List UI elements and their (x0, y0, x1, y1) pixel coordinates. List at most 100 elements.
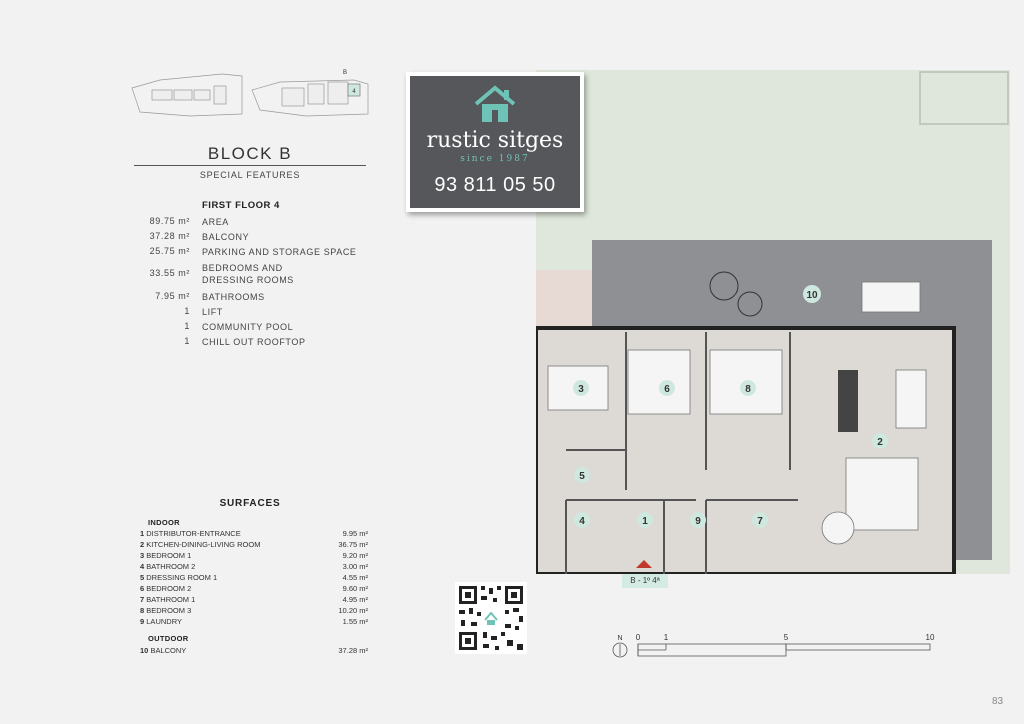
room-number-4: 4 (579, 516, 585, 527)
feature-label: PARKING AND STORAGE SPACE (202, 247, 357, 257)
scale-tick-label: 10 (926, 633, 935, 642)
surface-row: 3 BEDROOM 1 9.20 m² (140, 551, 368, 562)
feature-label: BALCONY (202, 232, 250, 242)
surface-number: 9 (140, 617, 145, 626)
surface-row: 5 DRESSING ROOM 1 4.55 m² (140, 573, 368, 584)
surface-area: 9.20 m² (342, 551, 368, 560)
feature-value: 89.75 m² (149, 216, 190, 226)
feature-value: 1 (184, 306, 190, 316)
surface-number: 1 (140, 529, 145, 538)
floor-title: FIRST FLOOR 4 (202, 200, 280, 211)
surface-area: 9.95 m² (342, 529, 368, 538)
surfaces-title: SURFACES (219, 498, 281, 509)
surface-area: 1.55 m² (342, 617, 368, 626)
feature-row: 37.28 m² BALCONY (130, 231, 450, 245)
qr-code-icon[interactable] (455, 582, 527, 654)
surface-name: BEDROOM 1 (146, 551, 192, 560)
surface-row: 10 BALCONY 37.28 m² (140, 646, 368, 657)
feature-value: 37.28 m² (149, 231, 190, 241)
feature-label: BATHROOMS (202, 292, 265, 302)
north-label: N (617, 635, 622, 642)
entrance-arrow-icon (636, 560, 652, 568)
room-number-9: 9 (695, 516, 701, 527)
feature-row: 33.55 m² BEDROOMS AND DRESSING ROOMS (130, 262, 450, 288)
surface-row: 2 KITCHEN-DINING-LIVING ROOM 36.75 m² (140, 540, 368, 551)
room-number-1: 1 (642, 516, 648, 527)
scale-tick-label: 1 (664, 633, 669, 642)
north-compass-icon (612, 642, 628, 658)
surface-row: 1 DISTRIBUTOR-ENTRANCE 9.95 m² (140, 529, 368, 540)
agency-logo: rustic sitges since 1987 93 811 05 50 (406, 72, 584, 212)
room-number-5: 5 (579, 471, 585, 482)
surface-area: 9.60 m² (342, 584, 368, 593)
title-divider (134, 165, 366, 166)
scale-tick-label: 0 (636, 633, 641, 642)
room-number-3: 3 (578, 384, 584, 395)
surface-number: 4 (140, 562, 145, 571)
feature-value: 1 (184, 321, 190, 331)
surface-area: 3.00 m² (342, 562, 368, 571)
surface-name: BALCONY (150, 646, 187, 655)
feature-label: CHILL OUT ROOFTOP (202, 337, 306, 347)
surface-area: 37.28 m² (338, 646, 368, 655)
surface-row: 4 BATHROOM 2 3.00 m² (140, 562, 368, 573)
surface-area: 36.75 m² (338, 540, 368, 549)
feature-row: 1 CHILL OUT ROOFTOP (130, 336, 450, 350)
feature-row: 25.75 m² PARKING AND STORAGE SPACE (130, 246, 450, 260)
surface-number: 10 (140, 646, 149, 655)
outdoor-heading: OUTDOOR (148, 634, 189, 643)
feature-row: 1 LIFT (130, 306, 450, 320)
room-badges: 3 6 8 2 5 4 1 9 7 10 (573, 285, 888, 528)
room-number-8: 8 (745, 384, 751, 395)
scale-bar: N 0 1 5 10 (612, 633, 935, 658)
surface-name: LAUNDRY (146, 617, 182, 626)
surface-number: 8 (140, 606, 145, 615)
indoor-heading: INDOOR (148, 518, 180, 527)
surface-name: BATHROOM 1 (146, 595, 196, 604)
page-number: 83 (992, 696, 1004, 707)
surface-row: 7 BATHROOM 1 4.95 m² (140, 595, 368, 606)
surface-number: 6 (140, 584, 145, 593)
scale-tick-label: 5 (784, 633, 789, 642)
agency-name: rustic sitges (426, 128, 564, 153)
feature-value: 1 (184, 336, 190, 346)
surface-name: KITCHEN-DINING-LIVING ROOM (146, 540, 261, 549)
mini-plan-block-letter: B (343, 70, 347, 76)
surface-number: 2 (140, 540, 145, 549)
feature-value: 33.55 m² (149, 268, 190, 278)
surface-row: 6 BEDROOM 2 9.60 m² (140, 584, 368, 595)
mini-plan-unit-number: 4 (352, 89, 356, 95)
surface-name: DRESSING ROOM 1 (146, 573, 218, 582)
feature-row: 1 COMMUNITY POOL (130, 321, 450, 335)
feature-label: BEDROOMS AND DRESSING ROOMS (202, 263, 294, 285)
feature-row: 89.75 m² AREA (130, 216, 450, 230)
feature-label: AREA (202, 217, 229, 227)
room-number-7: 7 (757, 516, 763, 527)
feature-label: LIFT (202, 307, 223, 317)
unit-label: B - 1º 4ª (622, 574, 668, 588)
site-key-plan: 4 B (131, 70, 369, 117)
surface-name: BATHROOM 2 (146, 562, 196, 571)
surface-number: 7 (140, 595, 145, 604)
surface-number: 3 (140, 551, 145, 560)
block-title: BLOCK B (207, 144, 293, 163)
floor-plan: 3 6 8 2 5 4 1 9 7 10 (536, 70, 1010, 574)
room-number-6: 6 (664, 384, 670, 395)
block-subtitle: SPECIAL FEATURES (199, 170, 301, 180)
surface-row: 9 LAUNDRY 1.55 m² (140, 617, 368, 628)
surface-name: DISTRIBUTOR-ENTRANCE (146, 529, 241, 538)
surface-area: 4.95 m² (342, 595, 368, 604)
room-number-10: 10 (806, 290, 818, 301)
house-icon (474, 85, 516, 122)
surface-number: 5 (140, 573, 145, 582)
feature-value: 7.95 m² (155, 291, 190, 301)
room-number-2: 2 (877, 437, 883, 448)
feature-value: 25.75 m² (149, 246, 190, 256)
surface-area: 10.20 m² (338, 606, 368, 615)
agency-since: since 1987 (460, 154, 530, 164)
agency-phone: 93 811 05 50 (434, 174, 556, 196)
feature-label: COMMUNITY POOL (202, 322, 294, 332)
surface-area: 4.55 m² (342, 573, 368, 582)
surface-name: BEDROOM 2 (146, 584, 192, 593)
